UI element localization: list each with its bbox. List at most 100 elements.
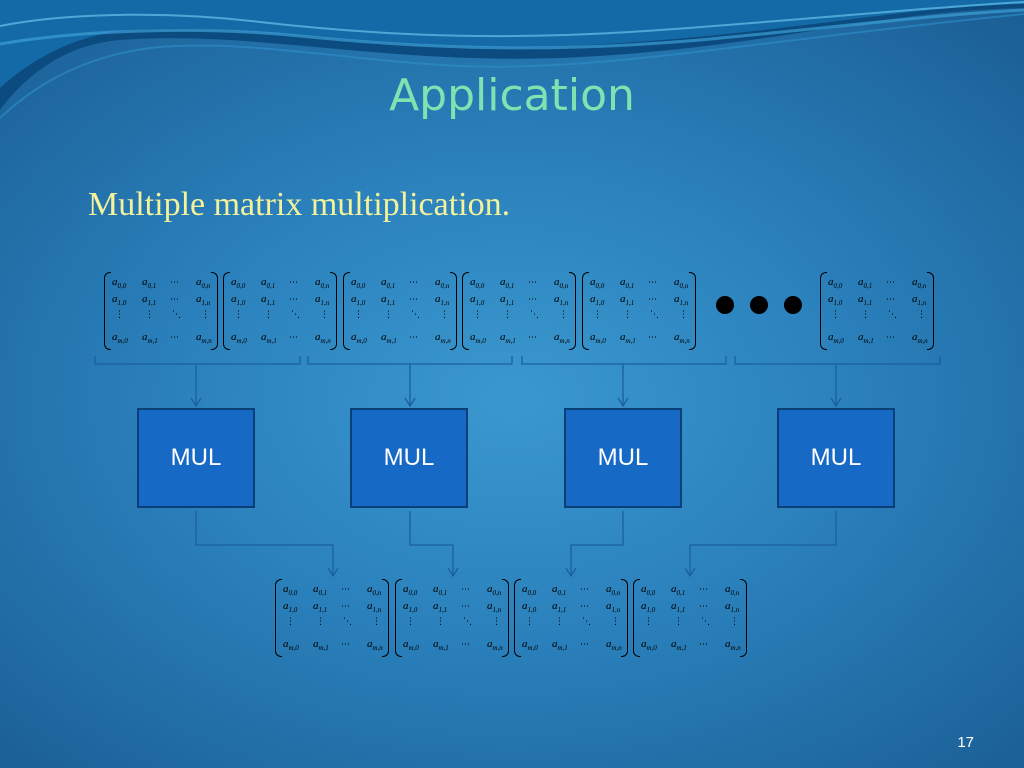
- matrix-hdots: ⋯: [580, 640, 589, 650]
- matrix-entry: a1,1: [261, 293, 276, 308]
- matrix-entry: a1,n: [435, 293, 450, 308]
- matrix-entry: a0,0: [590, 276, 605, 291]
- matrix-entry: am,1: [620, 331, 636, 346]
- matrix-entry: a0,0: [522, 583, 537, 598]
- matrix-hdots: ⋯: [409, 333, 418, 343]
- matrix-left-paren: [223, 272, 230, 350]
- continuation-dot-2: [750, 296, 768, 314]
- matrix-ddots: ⋱: [650, 310, 659, 320]
- matrix-entry: a0,1: [433, 583, 448, 598]
- matrix-entry: am,n: [367, 638, 383, 653]
- continuation-dot-3: [784, 296, 802, 314]
- matrix-entry: a1,n: [487, 600, 502, 615]
- matrix-hdots: ⋯: [289, 295, 298, 305]
- matrix-vdots: ⋮: [201, 310, 210, 320]
- matrix-entry: a1,n: [315, 293, 330, 308]
- matrix-vdots: ⋮: [286, 617, 295, 627]
- matrix-entry: a1,1: [671, 600, 686, 615]
- matrix-entry: a1,0: [590, 293, 605, 308]
- matrix-entry: a1,n: [196, 293, 211, 308]
- matrix-entry: am,1: [671, 638, 687, 653]
- matrix-entry: am,0: [828, 331, 844, 346]
- matrix-hdots: ⋯: [886, 278, 895, 288]
- matrix-entry: a0,1: [552, 583, 567, 598]
- matrix-vdots: ⋮: [623, 310, 632, 320]
- matrix-vdots: ⋮: [406, 617, 415, 627]
- matrix-right-paren: [502, 579, 509, 657]
- matrix-left-paren: [462, 272, 469, 350]
- matrix-entry: a0,0: [641, 583, 656, 598]
- matrix-entry: a1,n: [554, 293, 569, 308]
- matrix-entry: a1,0: [112, 293, 127, 308]
- matrix-entry: a1,1: [620, 293, 635, 308]
- brace-3: [521, 356, 727, 370]
- matrix-hdots: ⋯: [886, 295, 895, 305]
- mul-label: MUL: [597, 444, 649, 471]
- matrix-entry: a0,1: [313, 583, 328, 598]
- matrix-entry: a1,1: [552, 600, 567, 615]
- matrix-vdots: ⋮: [593, 310, 602, 320]
- matrix-vdots: ⋮: [234, 310, 243, 320]
- matrix-ddots: ⋱: [291, 310, 300, 320]
- matrix-ddots: ⋱: [888, 310, 897, 320]
- mul-box-4: MUL: [777, 408, 895, 508]
- matrix-entry: a1,1: [313, 600, 328, 615]
- matrix-entry: a1,0: [522, 600, 537, 615]
- matrix-entry: a1,0: [403, 600, 418, 615]
- matrix-right-paren: [689, 272, 696, 350]
- continuation-dot-1: [716, 296, 734, 314]
- mul-box-3: MUL: [564, 408, 682, 508]
- matrix-vdots: ⋮: [525, 617, 534, 627]
- matrix-vdots: ⋮: [316, 617, 325, 627]
- matrix-vdots: ⋮: [145, 310, 154, 320]
- matrix-entry: a1,n: [674, 293, 689, 308]
- matrix-entry: am,n: [196, 331, 212, 346]
- matrix-entry: am,0: [522, 638, 538, 653]
- matrix-vdots: ⋮: [372, 617, 381, 627]
- matrix-right-paren: [621, 579, 628, 657]
- matrix-entry: a0,0: [231, 276, 246, 291]
- matrix-entry: a1,1: [142, 293, 157, 308]
- matrix-hdots: ⋯: [409, 295, 418, 305]
- matrix-entry: am,1: [552, 638, 568, 653]
- matrix-hdots: ⋯: [886, 333, 895, 343]
- matrix-entry: a1,1: [500, 293, 515, 308]
- matrix-entry: a0,n: [367, 583, 382, 598]
- matrix-entry: am,1: [500, 331, 516, 346]
- matrix-hdots: ⋯: [648, 278, 657, 288]
- matrix-entry: am,n: [606, 638, 622, 653]
- matrix-entry: a1,n: [725, 600, 740, 615]
- matrix-entry: a0,n: [606, 583, 621, 598]
- matrix-left-paren: [633, 579, 640, 657]
- matrix-entry: am,1: [142, 331, 158, 346]
- matrix-entry: a0,1: [142, 276, 157, 291]
- matrix-entry: a1,1: [381, 293, 396, 308]
- matrix-hdots: ⋯: [289, 278, 298, 288]
- matrix-hdots: ⋯: [289, 333, 298, 343]
- matrix-entry: a1,n: [912, 293, 927, 308]
- matrix-entry: am,0: [403, 638, 419, 653]
- matrix-entry: a0,n: [674, 276, 689, 291]
- matrix-vdots: ⋮: [320, 310, 329, 320]
- matrix-left-paren: [104, 272, 111, 350]
- matrix-entry: am,0: [470, 331, 486, 346]
- matrix-entry: a0,n: [725, 583, 740, 598]
- matrix-left-paren: [395, 579, 402, 657]
- matrix-vdots: ⋮: [559, 310, 568, 320]
- matrix-hdots: ⋯: [699, 640, 708, 650]
- matrix-hdots: ⋯: [528, 278, 537, 288]
- matrix-vdots: ⋮: [436, 617, 445, 627]
- mul-label: MUL: [170, 444, 222, 471]
- matrix-entry: am,n: [435, 331, 451, 346]
- matrix-entry: a1,0: [470, 293, 485, 308]
- page-number: 17: [957, 734, 974, 751]
- matrix-hdots: ⋯: [341, 585, 350, 595]
- matrix-entry: a0,n: [435, 276, 450, 291]
- matrix-entry: a1,0: [828, 293, 843, 308]
- matrix-entry: am,1: [381, 331, 397, 346]
